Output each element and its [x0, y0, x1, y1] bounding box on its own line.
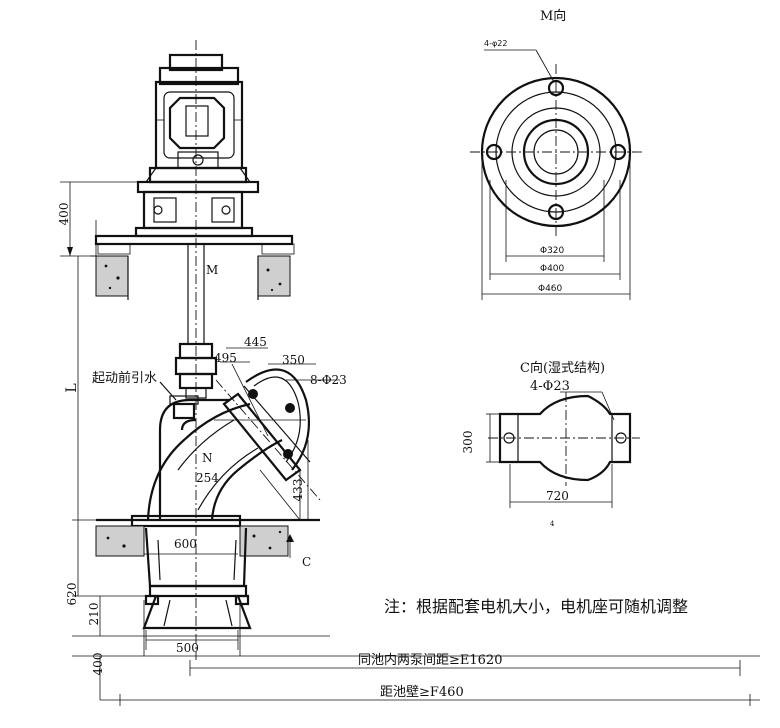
dim-254: 254 — [196, 471, 219, 485]
c-view-height: 300 — [461, 431, 475, 454]
priming-label: 起动前引水 — [92, 370, 157, 386]
dim-210: 210 — [87, 603, 101, 626]
spacing-note: 同池内两泵间距≥E1620 — [358, 652, 502, 668]
pump-bowl — [142, 527, 252, 630]
note: 注：根据配套电机大小，电机座可随机调整 — [384, 597, 688, 616]
lower-floor — [95, 514, 320, 557]
wall-note: 距池壁≥F460 — [380, 685, 464, 700]
m-view-dia-mid: Φ400 — [540, 264, 565, 274]
shaft — [174, 40, 218, 660]
dim-350: 350 — [282, 353, 305, 367]
m-view-title: M向 — [540, 8, 566, 24]
dim-445: 445 — [244, 335, 267, 349]
elevation-labels: 400 M L 起动前引水 445 495 350 8-Φ23 N 254 43… — [57, 203, 688, 700]
c-view: C向(湿式结构) 4-Φ23 300 720 — [461, 360, 640, 508]
m-view-dia-outer: Φ460 — [538, 284, 563, 294]
m-view-hole-callout: 4-φ22 — [484, 39, 507, 48]
dim-l: L — [64, 383, 80, 392]
label-m: M — [206, 263, 218, 277]
page-mark: 4 — [550, 520, 555, 528]
discharge-elbow — [146, 363, 321, 521]
c-view-hole-callout: 4-Φ23 — [530, 379, 570, 394]
label-c: C — [302, 555, 311, 569]
dim-400-top: 400 — [57, 203, 71, 226]
flange-callout: 8-Φ23 — [310, 373, 347, 387]
dim-620: 620 — [65, 583, 79, 606]
dim-400-bottom: 400 — [91, 653, 105, 676]
c-view-title: C向(湿式结构) — [520, 360, 605, 376]
dim-500: 500 — [176, 641, 199, 655]
priming-valve — [159, 381, 199, 420]
m-view-dia-inner: Φ320 — [540, 246, 565, 256]
m-view: M向 4-φ22 Φ320 Φ400 Φ460 — [470, 8, 644, 300]
elevation-dimensions — [60, 181, 760, 706]
upper-floor — [94, 234, 295, 300]
motor — [134, 53, 260, 238]
dim-433: 433 — [291, 479, 305, 502]
label-n: N — [202, 451, 213, 465]
dim-600: 600 — [174, 537, 197, 551]
c-view-width: 720 — [546, 489, 569, 503]
dim-495: 495 — [214, 351, 237, 365]
